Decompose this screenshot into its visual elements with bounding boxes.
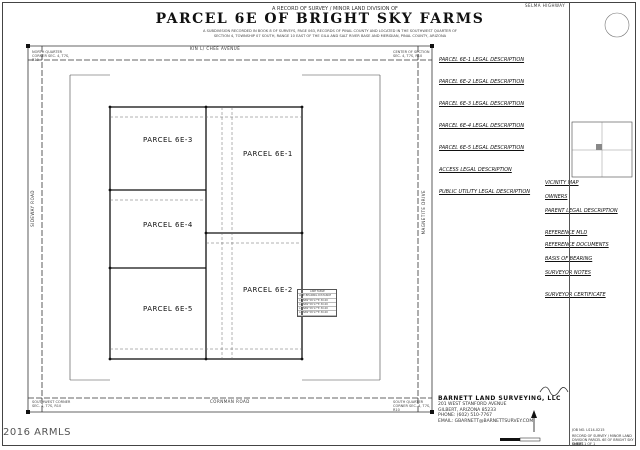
notes-section: OWNERS xyxy=(545,194,635,208)
notes-section: PUBLIC UTILITY LEGAL DESCRIPTION xyxy=(439,189,567,211)
road-label-bottom: CORNMAN ROAD xyxy=(210,399,250,404)
notes-heading: PARCEL 6E-1 LEGAL DESCRIPTION xyxy=(439,57,525,63)
company-address2: GILBERT, ARIZONA 85233 xyxy=(438,407,497,413)
notes-section: REFERENCE MLD xyxy=(545,230,635,242)
notes-right-column: VICINITY MAP OWNERS PARENT LEGAL DESCRIP… xyxy=(545,180,635,306)
corner-monuments xyxy=(26,44,434,414)
title-block-sheet: SHEET 1 OF 1 xyxy=(572,442,596,446)
table-row: L1 N89°58'17"E 30.00 xyxy=(298,299,336,303)
notes-heading: ACCESS LEGAL DESCRIPTION xyxy=(439,167,512,173)
title-sub-line2: SECTION 4, TOWNSHIP 07 SOUTH, RANGE 10 E… xyxy=(213,33,447,38)
parcel-6e-5-label: PARCEL 6E-5 xyxy=(143,305,193,313)
line-table: LINE TABLE LINE BEARING DISTANCE L1 N89°… xyxy=(297,289,337,317)
legal-descriptions-column: PARCEL 6E-1 LEGAL DESCRIPTION PARCEL 6E-… xyxy=(439,57,567,387)
line-table-title: LINE TABLE xyxy=(298,290,336,295)
notes-heading: PARCEL 6E-2 LEGAL DESCRIPTION xyxy=(439,79,525,85)
parcel-6e-2-label: PARCEL 6E-2 xyxy=(243,286,293,294)
road-label-right: MAGNETITE DRIVE xyxy=(421,190,426,235)
notes-section: PARCEL 6E-4 LEGAL DESCRIPTION xyxy=(439,123,567,145)
notes-heading: REFERENCE MLD xyxy=(545,230,588,236)
notes-section: BASIS OF BEARING xyxy=(545,256,635,270)
notes-heading: PARCEL 6E-5 LEGAL DESCRIPTION xyxy=(439,145,525,151)
title-subtitle: A SUBDIVISION RECORDED IN BOOK 8 OF SURV… xyxy=(80,29,580,38)
section-lines xyxy=(27,45,433,413)
notes-heading: REFERENCE DOCUMENTS xyxy=(545,242,609,248)
scale-bar xyxy=(500,437,541,442)
notes-section: SURVEYOR NOTES xyxy=(545,270,635,292)
table-row: L2 N89°58'17"E 30.00 xyxy=(298,303,336,308)
notes-heading: PUBLIC UTILITY LEGAL DESCRIPTION xyxy=(439,189,531,195)
title-sub-line1: A SUBDIVISION RECORDED IN BOOK 8 OF SURV… xyxy=(203,29,457,33)
road-label-selma: SELMA HIGHWAY xyxy=(525,3,566,8)
notes-section: VICINITY MAP xyxy=(545,180,635,194)
adjacent-parcel-lines xyxy=(69,74,381,381)
notes-section: PARCEL 6E-3 LEGAL DESCRIPTION xyxy=(439,101,567,123)
title-block-job: JOB NO. LS14-0215 xyxy=(572,428,605,432)
notes-section: PARENT LEGAL DESCRIPTION xyxy=(545,208,635,230)
title-block xyxy=(569,2,636,446)
road-label-top: KIN L/ CHEE AVENUE xyxy=(190,46,241,51)
notes-section: PARCEL 6E-5 LEGAL DESCRIPTION xyxy=(439,145,567,167)
notes-heading: BASIS OF BEARING xyxy=(545,256,593,262)
watermark: 2016 ARMLS xyxy=(3,427,71,438)
surveyor-signature xyxy=(539,386,569,396)
company-email: EMAIL: GBARNETT@BARNETTSURVEY.COM xyxy=(438,418,534,424)
title-block-project: RECORD OF SURVEY / MINOR LAND DIVISION P… xyxy=(572,434,634,446)
parcel-6e-4-label: PARCEL 6E-4 xyxy=(143,221,193,229)
notes-heading: SURVEYOR NOTES xyxy=(545,270,591,276)
title-top-line: A RECORD OF SURVEY / MINOR LAND DIVISION… xyxy=(272,6,398,12)
notes-heading: SURVEYOR CERTIFICATE xyxy=(545,292,606,298)
vicinity-map xyxy=(571,121,633,178)
easement-lines xyxy=(110,107,302,359)
table-row: L3 N89°58'17"E 30.00 xyxy=(298,307,336,312)
corner-label-sw: SOUTHWEST CORNER SEC. 4, T7S, R10 xyxy=(32,400,71,408)
corner-label-ne: CENTER OF SECTION SEC. 4, T7S, R10 xyxy=(393,50,430,58)
notes-section: SURVEYOR CERTIFICATE xyxy=(545,292,635,306)
corner-label-nw: NORTH QUARTER CORNER SEC. 4, T7S, R10 xyxy=(32,50,70,62)
notes-heading: OWNERS xyxy=(545,194,568,200)
line-table-header: LINE BEARING DISTANCE xyxy=(298,294,336,299)
table-row: L4 N89°58'17"E 30.00 xyxy=(298,311,336,316)
company-phone: PHONE: (602) 510-7767 xyxy=(438,413,492,418)
notes-heading: PARCEL 6E-3 LEGAL DESCRIPTION xyxy=(439,101,525,107)
company-name: BARNETT LAND SURVEYING, LLC xyxy=(438,395,561,402)
road-label-left: SIDEWAY ROAD xyxy=(30,190,35,227)
north-arrow-icon xyxy=(531,410,537,432)
company-block: BARNETT LAND SURVEYING, LLC 201 WEST STA… xyxy=(438,395,568,424)
notes-section: PARCEL 6E-1 LEGAL DESCRIPTION xyxy=(439,57,567,79)
notes-section: ACCESS LEGAL DESCRIPTION xyxy=(439,167,567,189)
notes-heading: PARENT LEGAL DESCRIPTION xyxy=(545,208,618,214)
notes-heading: VICINITY MAP xyxy=(545,180,579,186)
corner-label-se: SOUTH QUARTER CORNER SEC. 4, T7S, R10 xyxy=(393,400,431,412)
notes-section: REFERENCE DOCUMENTS xyxy=(545,242,635,256)
company-address1: 201 WEST STANFORD AVENUE xyxy=(438,402,507,407)
notes-heading: PARCEL 6E-4 LEGAL DESCRIPTION xyxy=(439,123,525,129)
notes-section: PARCEL 6E-2 LEGAL DESCRIPTION xyxy=(439,79,567,101)
parcel-6e-3-label: PARCEL 6E-3 xyxy=(143,136,193,144)
page-title: PARCEL 6E OF BRIGHT SKY FARMS xyxy=(155,11,485,27)
surveyor-seal-icon xyxy=(604,12,630,38)
sheet-border xyxy=(2,2,636,446)
parcel-6e-1-label: PARCEL 6E-1 xyxy=(243,150,293,158)
